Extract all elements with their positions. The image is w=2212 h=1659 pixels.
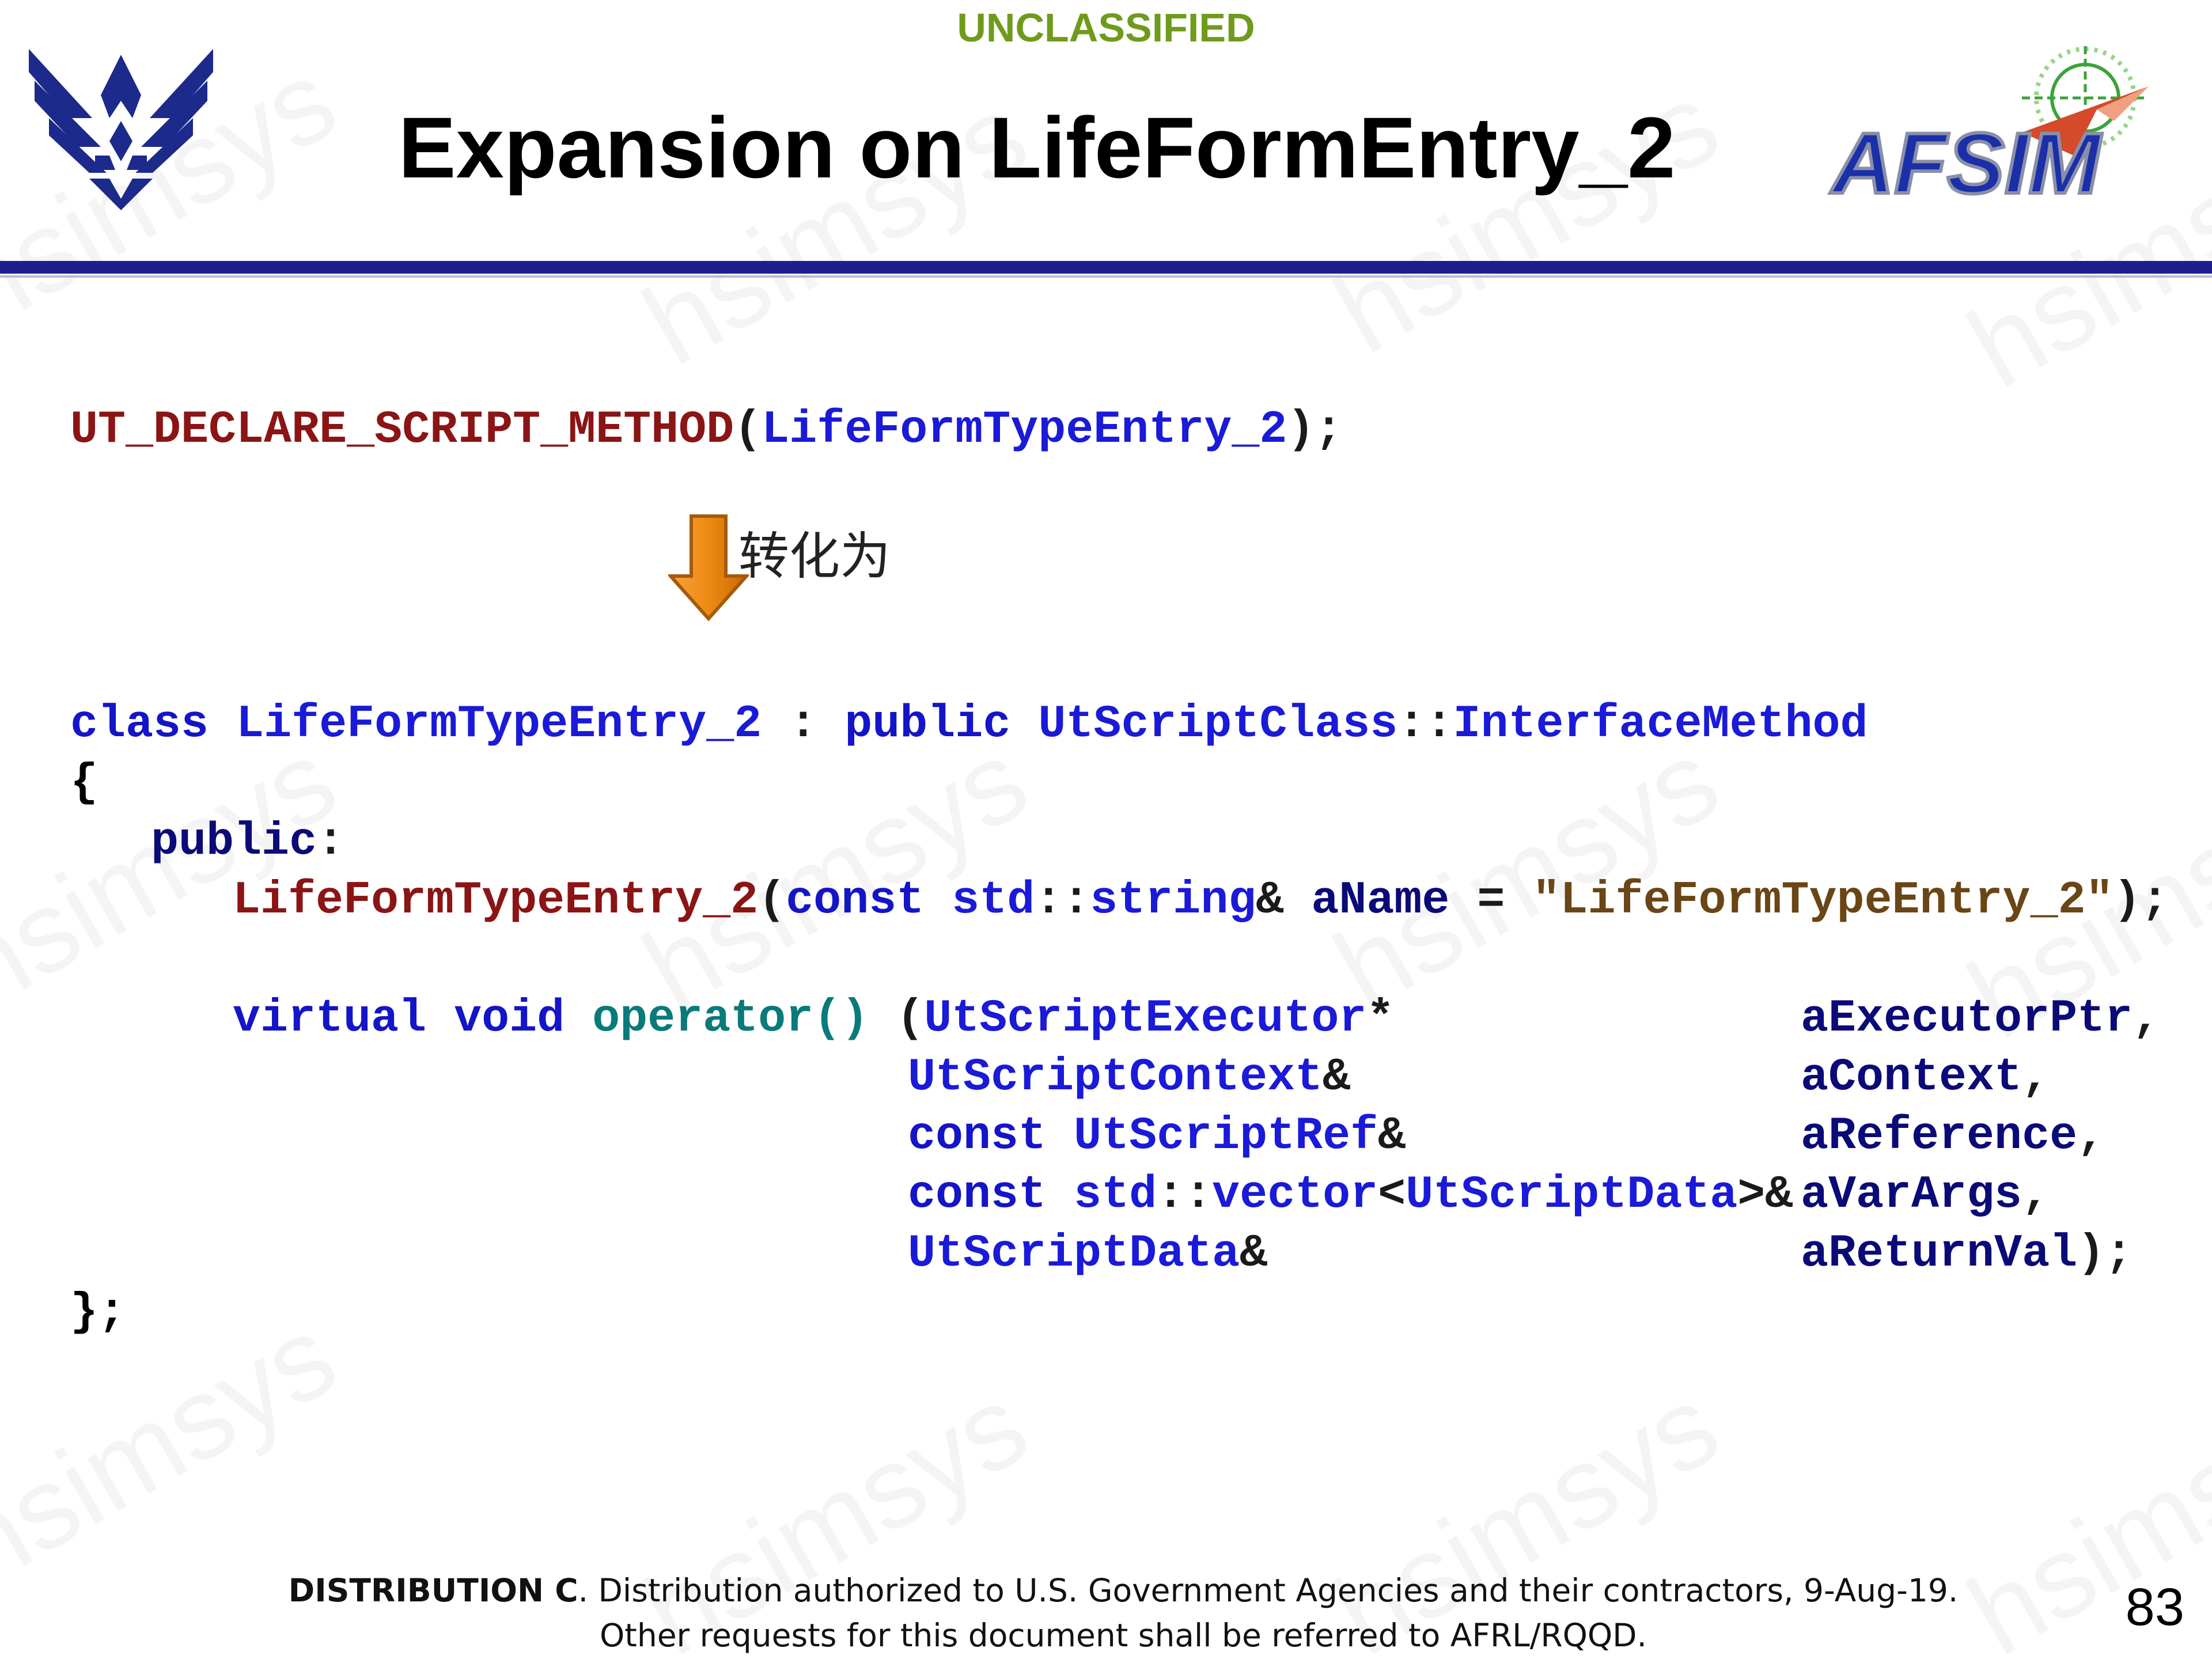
- base-class: UtScriptClass: [1038, 698, 1398, 751]
- namespace-std: std: [1074, 1169, 1157, 1221]
- code-punct: &: [1240, 1228, 1268, 1280]
- conversion-label: 转化为: [738, 527, 891, 586]
- param-name: aReturnVal: [1801, 1228, 2078, 1280]
- code-punct: *: [1366, 993, 1395, 1045]
- distribution-text: . Distribution authorized to U.S. Govern…: [578, 1572, 1959, 1609]
- code-punct: ::: [1157, 1169, 1213, 1221]
- classification-banner: UNCLASSIFIED: [957, 5, 1255, 50]
- param-type: UtScriptData: [1406, 1169, 1738, 1221]
- code-punct: :: [762, 698, 845, 751]
- code-punct: );: [1287, 404, 1343, 456]
- code-param-name: aReference,: [1801, 1107, 2105, 1166]
- afsim-logo-icon: AFSIM: [1828, 46, 2149, 213]
- keyword-const: const: [908, 1110, 1047, 1162]
- keyword-virtual: virtual: [233, 993, 427, 1045]
- keyword-class: class: [70, 698, 209, 751]
- macro-argument: LifeFormTypeEntry_2: [762, 404, 1287, 456]
- code-punct: =: [1449, 874, 1533, 927]
- keyword-void: void: [454, 993, 565, 1045]
- header-rule-shadow: [0, 275, 2212, 278]
- code-punct: &: [1765, 1169, 1793, 1221]
- keyword-const: const: [908, 1169, 1047, 1221]
- param-type: UtScriptContext: [908, 1051, 1323, 1104]
- type-string: string: [1090, 874, 1256, 927]
- code-param-name: aContext,: [1801, 1048, 2050, 1107]
- keyword-public: public: [844, 698, 1011, 751]
- code-class-line: class LifeFormTypeEntry_2 : public UtScr…: [70, 695, 1868, 754]
- code-punct: &: [1256, 874, 1312, 927]
- code-access-line: public:: [151, 813, 344, 872]
- code-punct: (: [758, 874, 786, 927]
- code-param-type: const std::vector<UtScriptData>&: [908, 1166, 1793, 1225]
- macro-name: UT_DECLARE_SCRIPT_METHOD: [70, 404, 734, 456]
- code-param-type: UtScriptContext&: [908, 1048, 1350, 1107]
- code-param-type: const UtScriptRef&: [908, 1107, 1406, 1166]
- slide-title: Expansion on LifeFormEntry_2: [398, 99, 1676, 196]
- watermark: hsimsys: [0, 1290, 358, 1612]
- distribution-footer: DISTRIBUTION C. Distribution authorized …: [0, 1568, 2212, 1658]
- code-punct: ,: [2022, 1051, 2050, 1104]
- code-punct: (: [734, 404, 762, 456]
- constructor-name: LifeFormTypeEntry_2: [233, 874, 759, 927]
- code-constructor-line: LifeFormTypeEntry_2(const std::string& a…: [233, 872, 2169, 930]
- code-operator-line: virtual void operator() (UtScriptExecuto…: [233, 990, 1394, 1048]
- code-punct: ::: [1035, 874, 1090, 927]
- base-member: InterfaceMethod: [1453, 698, 1868, 751]
- param-type: UtScriptData: [908, 1228, 1240, 1280]
- keyword-public: public: [151, 816, 317, 868]
- param-type: UtScriptRef: [1074, 1110, 1378, 1162]
- class-name: LifeFormTypeEntry_2: [236, 698, 762, 751]
- code-param-name: aExecutorPtr,: [1801, 990, 2160, 1048]
- code-punct: );: [2077, 1228, 2133, 1280]
- code-punct: ,: [2022, 1169, 2050, 1221]
- code-punct: &: [1323, 1051, 1351, 1104]
- param-type: vector: [1212, 1169, 1378, 1221]
- code-punct: >: [1737, 1169, 1766, 1221]
- code-param-type: UtScriptData&: [908, 1225, 1267, 1283]
- code-punct: &: [1378, 1110, 1406, 1162]
- param-name: aReference: [1801, 1110, 2078, 1162]
- down-arrow-icon: [668, 514, 749, 622]
- code-punct: ::: [1397, 698, 1453, 751]
- code-punct: ,: [2133, 993, 2161, 1045]
- code-macro-line: UT_DECLARE_SCRIPT_METHOD(LifeFormTypeEnt…: [70, 401, 1342, 460]
- distribution-line-1: DISTRIBUTION C. Distribution authorized …: [0, 1568, 2212, 1613]
- code-param-name: aReturnVal);: [1801, 1225, 2133, 1283]
- param-type: UtScriptExecutor: [924, 993, 1367, 1045]
- code-close-brace: };: [70, 1286, 126, 1339]
- code-punct: :: [317, 816, 345, 868]
- air-force-wings-icon: [29, 49, 213, 210]
- distribution-label: DISTRIBUTION C: [288, 1572, 578, 1609]
- code-punct: <: [1378, 1169, 1406, 1221]
- afsim-logo-text: AFSIM: [1830, 115, 2103, 211]
- operator-call: operator(): [592, 993, 869, 1045]
- code-param-name: aVarArgs,: [1801, 1166, 2050, 1225]
- code-punct: ,: [2077, 1110, 2105, 1162]
- keyword-const: const: [786, 874, 925, 927]
- code-open-brace: {: [70, 757, 99, 809]
- namespace-std: std: [952, 874, 1035, 927]
- code-punct: (: [896, 993, 925, 1045]
- param-name: aExecutorPtr: [1801, 993, 2133, 1045]
- page-number: 83: [2125, 1578, 2184, 1637]
- param-name: aName: [1311, 874, 1450, 927]
- string-literal: "LifeFormTypeEntry_2": [1532, 874, 2113, 927]
- param-name: aVarArgs: [1801, 1169, 2022, 1221]
- distribution-line-2: Other requests for this document shall b…: [600, 1617, 1647, 1654]
- code-punct: );: [2113, 874, 2169, 927]
- param-name: aContext: [1801, 1051, 2022, 1104]
- header-rule: [0, 261, 2212, 274]
